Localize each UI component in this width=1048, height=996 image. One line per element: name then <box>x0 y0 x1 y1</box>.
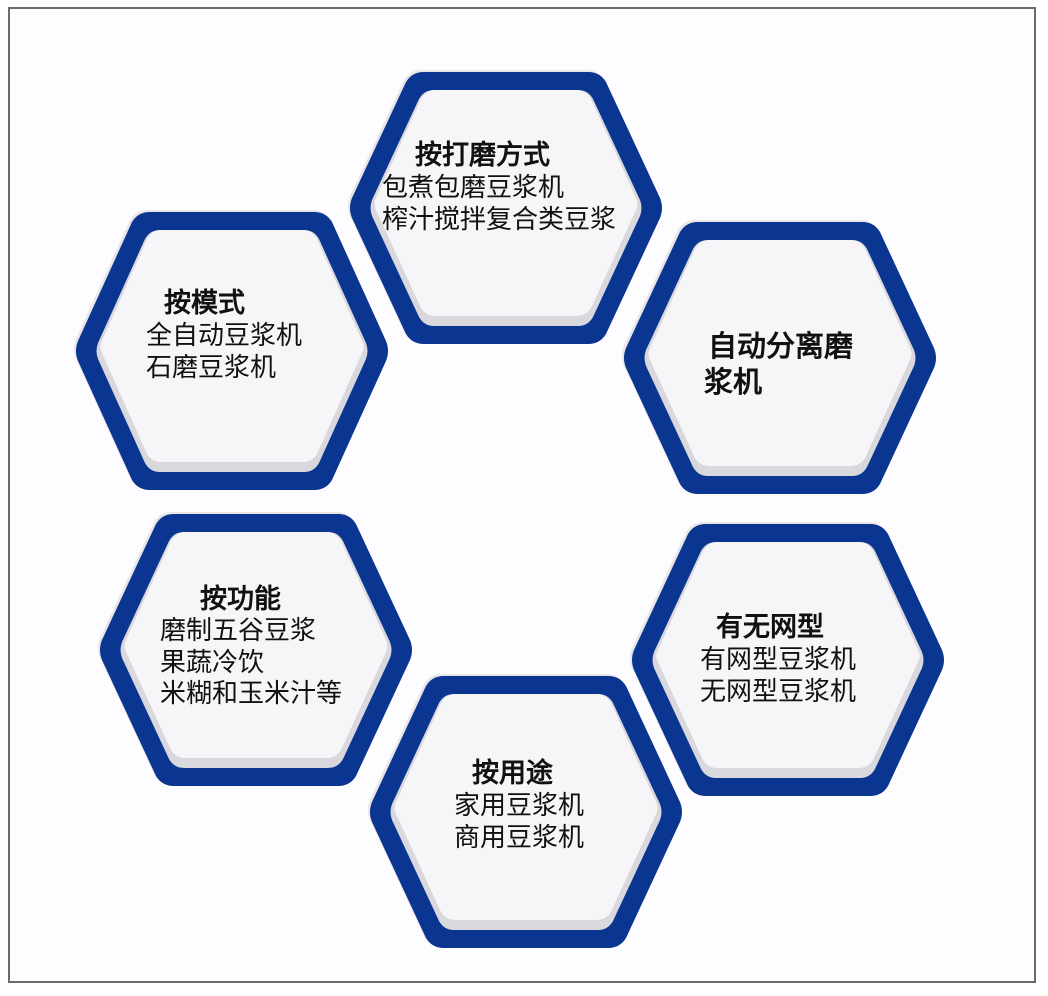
hexagon-title: 按打磨方式 <box>415 140 550 171</box>
hexagon-shape <box>630 522 944 796</box>
hexagon-grinding-method: 按打磨方式 包煮包磨豆浆机 榨汁搅拌复合类豆浆 <box>346 66 666 350</box>
hexagon-usage: 按用途 家用豆浆机 商用豆浆机 <box>366 670 686 954</box>
hexagon-title: 自动分离磨 <box>708 329 854 363</box>
hexagon-item: 家用豆浆机 <box>454 790 585 821</box>
hexagon-shape <box>622 220 936 494</box>
hexagon-auto-separation: 自动分离磨 浆机 <box>620 216 940 500</box>
hexagon-item: 磨制五谷豆浆 <box>160 616 317 647</box>
hexagon-mode: 按模式 全自动豆浆机 石磨豆浆机 <box>72 206 392 496</box>
hexagon-function: 按功能 磨制五谷豆浆 果蔬冷饮 米糊和玉米汁等 <box>96 508 416 792</box>
hexagon-shape <box>98 512 412 786</box>
hexagon-shape <box>368 674 682 948</box>
hexagon-item: 全自动豆浆机 <box>146 320 303 351</box>
hexagon-item: 商用豆浆机 <box>454 822 585 853</box>
hexagon-title: 按用途 <box>472 758 553 789</box>
hexagon-item: 无网型豆浆机 <box>700 676 857 707</box>
hexagon-item: 果蔬冷饮 <box>160 647 265 678</box>
hexagon-item: 石磨豆浆机 <box>146 352 277 383</box>
hexagon-mesh-type: 有无网型 有网型豆浆机 无网型豆浆机 <box>628 518 948 802</box>
hexagon-title: 按功能 <box>200 584 281 615</box>
hexagon-item: 米糊和玉米汁等 <box>160 678 343 709</box>
hexagon-title: 按模式 <box>164 288 245 319</box>
hexagon-title-continued: 浆机 <box>704 365 763 400</box>
hexagon-item: 有网型豆浆机 <box>700 644 857 675</box>
hexagon-shape <box>74 210 388 490</box>
hexagon-title: 有无网型 <box>716 612 824 643</box>
hexagon-item: 包煮包磨豆浆机 <box>382 172 565 203</box>
hexagon-shape <box>348 70 662 344</box>
hexagon-item: 榨汁搅拌复合类豆浆 <box>382 204 617 235</box>
